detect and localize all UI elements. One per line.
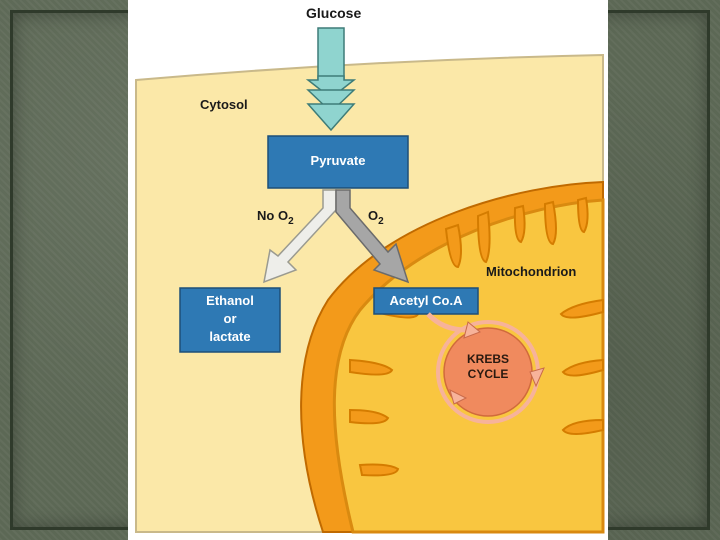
- krebs-arrow-head-left: [449, 389, 468, 405]
- oxygen-label: O2: [368, 208, 384, 227]
- diagram-canvas: [135, 27, 605, 534]
- ethanol-lactate-box: [179, 287, 281, 353]
- no-oxygen-label: No O2: [257, 208, 294, 227]
- glucose-arrow: [305, 27, 357, 132]
- ethanol-line-1: Ethanol: [206, 293, 254, 308]
- cytosol-label: Cytosol: [200, 97, 248, 112]
- pyruvate-box: [267, 135, 409, 189]
- oxygen-subscript: 2: [378, 216, 384, 227]
- krebs-cycle-label: KREBS CYCLE: [444, 352, 532, 382]
- oxygen-arrow: [335, 189, 410, 284]
- ethanol-lactate-label: Ethanol or lactate: [180, 292, 280, 346]
- mitochondrion-label: Mitochondrion: [486, 264, 577, 279]
- krebs-arrow-head-top: [463, 321, 481, 339]
- oxygen-text: O: [368, 208, 379, 223]
- acetyl-coa-label: Acetyl Co.A: [389, 293, 463, 308]
- krebs-arrow-head-right: [529, 367, 545, 388]
- no-oxygen-subscript: 2: [288, 216, 294, 227]
- pyruvate-label: Pyruvate: [310, 153, 366, 168]
- acetyl-coa-box: [373, 287, 479, 315]
- krebs-entry-arrow: [426, 312, 467, 333]
- glucose-label: Glucose: [306, 5, 362, 21]
- ethanol-line-3: lactate: [209, 329, 251, 344]
- krebs-line-1: KREBS: [466, 352, 509, 366]
- krebs-line-2: CYCLE: [467, 367, 509, 381]
- ethanol-line-2: or: [223, 311, 237, 326]
- diagram-panel: Glucose Cytosol Pyruvate No O2 O2 Mitoch…: [128, 0, 608, 540]
- no-oxygen-text: No O: [257, 208, 289, 223]
